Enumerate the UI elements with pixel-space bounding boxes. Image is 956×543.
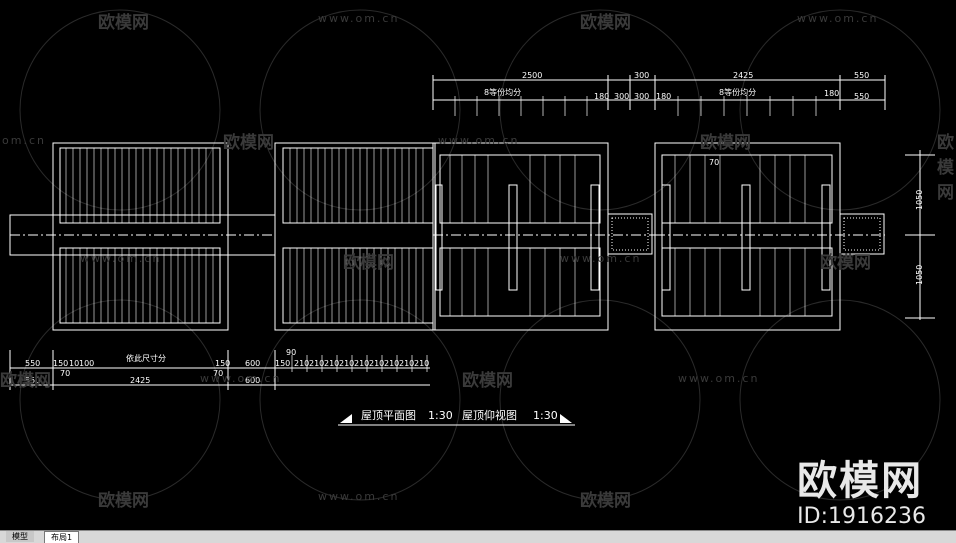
dim-70-bottom: 70 bbox=[60, 369, 70, 378]
tab-layout1[interactable]: 布局1 bbox=[44, 531, 80, 543]
watermark-brand: 欧模网 bbox=[580, 13, 631, 33]
post-box-2 bbox=[839, 213, 885, 255]
dim-210-9: 210 bbox=[414, 359, 429, 368]
watermark-brand: 欧模网 bbox=[0, 371, 51, 391]
dim-550-bottom: 550 bbox=[25, 359, 40, 368]
div-label-right: 8等份均分 bbox=[719, 87, 756, 97]
dim-210-4: 210 bbox=[339, 359, 354, 368]
watermark-brand: 欧模网 bbox=[462, 371, 513, 391]
dim-150-b: 150 bbox=[215, 359, 230, 368]
tab-model[interactable]: 模型 bbox=[6, 531, 34, 542]
drawing-titles: 屋顶平面图 1:30 屋顶仰视图 1:30 bbox=[361, 408, 558, 422]
plan-mid-outer bbox=[274, 142, 436, 331]
underside-left-joists bbox=[449, 155, 576, 316]
watermark-url: www.om.cn bbox=[318, 12, 400, 25]
dim-550-b: 550 bbox=[854, 92, 869, 101]
plan-mid-hatch bbox=[289, 148, 424, 323]
layout-tab-bar: 模型 布局1 bbox=[0, 530, 956, 543]
watermark-url: www.om.cn bbox=[318, 490, 400, 503]
watermark-brand: 欧模网 bbox=[223, 133, 274, 153]
dim-10: 10 bbox=[69, 359, 79, 368]
underside-right-outer bbox=[654, 142, 841, 331]
dim-210-2: 210 bbox=[309, 359, 324, 368]
title-triangle-right bbox=[560, 414, 572, 423]
watermark-url: www.om.cn bbox=[438, 134, 520, 147]
dim-180-c: 180 bbox=[824, 89, 839, 98]
dim-210-3: 210 bbox=[324, 359, 339, 368]
dim-210-8: 210 bbox=[399, 359, 414, 368]
watermark-url: www.om.cn bbox=[200, 372, 282, 385]
dim-550-top: 550 bbox=[854, 71, 869, 80]
watermark-url: www.om.cn bbox=[560, 252, 642, 265]
dim-550-b-bottom: 550 bbox=[25, 376, 40, 385]
drawing-lines bbox=[9, 75, 935, 426]
dim-600-b: 600 bbox=[245, 376, 260, 385]
dim-210-6: 210 bbox=[369, 359, 384, 368]
model-id: ID:1916236 bbox=[797, 504, 926, 529]
watermark-brand: 欧模网 bbox=[580, 491, 631, 511]
dim-180-b: 180 bbox=[656, 92, 671, 101]
dim-150-c: 150 bbox=[275, 359, 290, 368]
underside-right-joists bbox=[674, 155, 806, 316]
watermark-brand: 欧模网 bbox=[820, 253, 871, 273]
section-scale: 1:30 bbox=[533, 409, 558, 422]
dim-300-c: 300 bbox=[614, 92, 629, 101]
title-triangle-left bbox=[340, 414, 352, 423]
dim-70: 70 bbox=[709, 158, 719, 167]
dim-1050-a: 1050 bbox=[915, 190, 924, 210]
brand-logo-text: 欧模网 bbox=[797, 458, 924, 504]
watermark-brand: 欧模网 bbox=[343, 253, 394, 273]
dim-210-5: 210 bbox=[354, 359, 369, 368]
watermark-brand: 欧模网 bbox=[700, 133, 751, 153]
dim-90: 90 bbox=[286, 348, 296, 357]
div-label-left: 8等份均分 bbox=[484, 87, 521, 97]
watermark-brand: 欧模网 bbox=[937, 133, 954, 203]
plan-title: 屋顶平面图 bbox=[361, 409, 416, 422]
dim-100: 100 bbox=[79, 359, 94, 368]
brand-stamp: 欧模网 ID:1916236 bbox=[797, 448, 926, 529]
dim-150-a: 150 bbox=[53, 359, 68, 368]
watermark-url: www.om.cn bbox=[797, 12, 879, 25]
dim-300-d: 300 bbox=[634, 92, 649, 101]
dim-note: 依此尺寸分 bbox=[126, 353, 166, 363]
dim-2425-bottom: 2425 bbox=[130, 376, 150, 385]
post-box-1 bbox=[607, 213, 653, 255]
dim-2425-top: 2425 bbox=[733, 71, 753, 80]
plan-scale: 1:30 bbox=[428, 409, 453, 422]
section-title: 屋顶仰视图 bbox=[462, 408, 517, 422]
dim-1050-b: 1050 bbox=[915, 265, 924, 285]
plan-left-hatch bbox=[65, 148, 214, 323]
watermark-url: www.om.cn bbox=[80, 252, 162, 265]
plan-left-outer bbox=[52, 142, 229, 331]
dim-2500: 2500 bbox=[522, 71, 542, 80]
dim-180-a: 180 bbox=[594, 92, 609, 101]
watermark-url: www.om.cn bbox=[678, 372, 760, 385]
cad-drawing-canvas[interactable]: 2500 300 2425 550 8等份均分 8等份均分 180 300 30… bbox=[0, 0, 956, 530]
dim-210-7: 210 bbox=[384, 359, 399, 368]
dim-600-a: 600 bbox=[245, 359, 260, 368]
dim-300-top: 300 bbox=[634, 71, 649, 80]
watermark-brand: 欧模网 bbox=[98, 491, 149, 511]
dimension-texts: 2500 300 2425 550 8等份均分 8等份均分 180 300 30… bbox=[25, 71, 924, 385]
watermark-brand: 欧模网 bbox=[98, 13, 149, 33]
watermark-url: om.cn bbox=[2, 134, 46, 147]
dim-70-b-bottom: 70 bbox=[213, 369, 223, 378]
dim-210-1: 210 bbox=[294, 359, 309, 368]
